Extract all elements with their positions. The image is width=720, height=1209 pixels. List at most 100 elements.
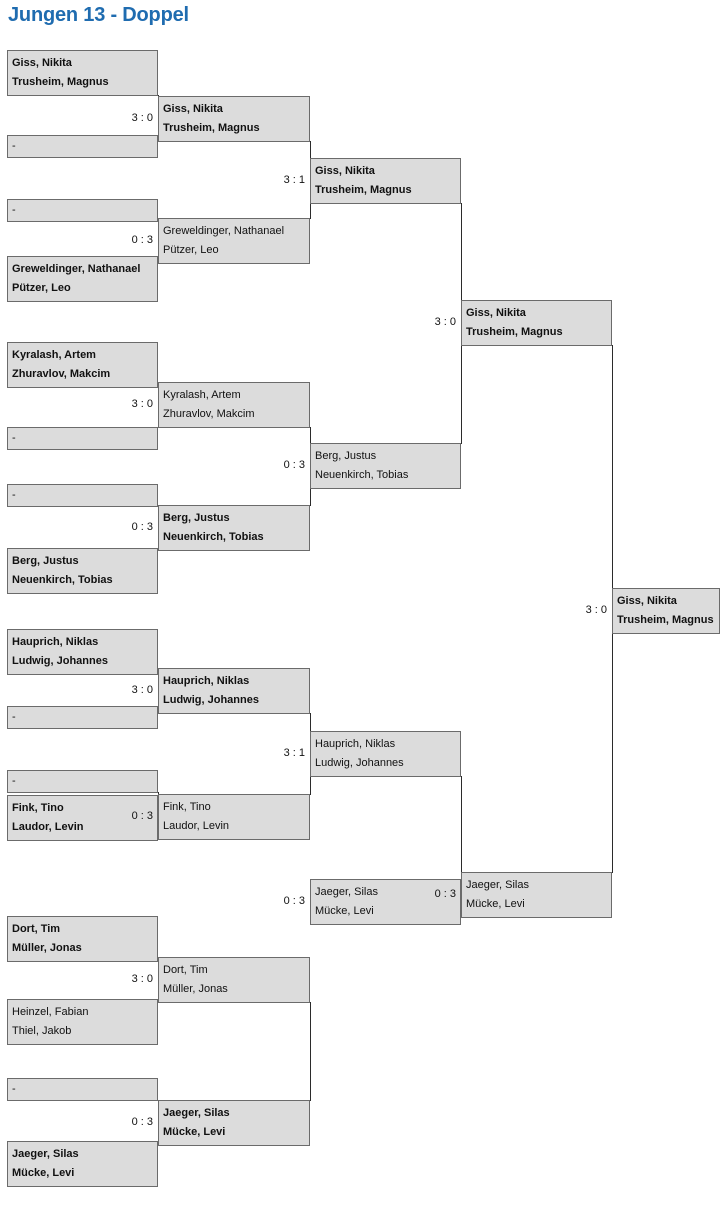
player-name-1: Giss, Nikita [617, 595, 677, 607]
match-score: 3 : 0 [434, 316, 456, 328]
player-name-2: Neuenkirch, Tobias [12, 574, 113, 586]
player-name-2: Zhuravlov, Makcim [12, 368, 111, 380]
player-name-2: Trusheim, Magnus [617, 614, 714, 626]
match-score: 3 : 1 [283, 747, 305, 759]
match-score: 0 : 3 [131, 1116, 153, 1128]
player-name-2: Mücke, Levi [466, 898, 525, 910]
player-name-2: Mücke, Levi [315, 905, 374, 917]
player-name-2: Thiel, Jakob [12, 1025, 72, 1037]
player-name-2: Zhuravlov, Makcim [163, 408, 255, 420]
player-name-1: Berg, Justus [163, 512, 230, 524]
player-name-1: - [12, 432, 16, 444]
player-name-1: - [12, 1083, 16, 1095]
player-name-2: Mücke, Levi [163, 1126, 226, 1138]
player-name-1: Kyralash, Artem [163, 389, 241, 401]
player-name-2: Trusheim, Magnus [315, 184, 412, 196]
match-score: 0 : 3 [131, 521, 153, 533]
match-score: 0 : 3 [434, 888, 456, 900]
player-name-1: Giss, Nikita [163, 103, 223, 115]
player-name-1: Hauprich, Niklas [163, 675, 250, 687]
player-name-2: Pützer, Leo [163, 244, 219, 256]
player-name-1: Kyralash, Artem [12, 349, 96, 361]
player-name-1: Greweldinger, Nathanael [163, 225, 285, 237]
player-name-1: Jaeger, Silas [466, 879, 529, 891]
match-score: 3 : 0 [131, 973, 153, 985]
player-name-1: Hauprich, Niklas [315, 738, 396, 750]
player-name-2: Müller, Jonas [12, 942, 82, 954]
match-score: 3 : 1 [283, 174, 305, 186]
connector-line [461, 776, 462, 880]
player-name-1: Giss, Nikita [315, 165, 375, 177]
player-name-2: Trusheim, Magnus [163, 122, 260, 134]
match-score: 3 : 0 [131, 398, 153, 410]
connector-line [310, 1002, 311, 1101]
final-match-score: 3 : 0 [585, 604, 607, 616]
match-score: 0 : 3 [283, 895, 305, 907]
player-name-1: Greweldinger, Nathanael [12, 263, 141, 275]
player-name-2: Ludwig, Johannes [315, 757, 404, 769]
match-score: 3 : 0 [131, 684, 153, 696]
bracket-slot-empty[interactable]: - [7, 706, 158, 729]
player-name-1: Berg, Justus [315, 450, 377, 462]
player-name-1: Jaeger, Silas [315, 886, 378, 898]
player-name-2: Ludwig, Johannes [12, 655, 108, 667]
player-name-1: Berg, Justus [12, 555, 79, 567]
bracket-slot-empty[interactable]: - [7, 135, 158, 158]
bracket-slot-empty[interactable]: - [7, 199, 158, 222]
player-name-2: Neuenkirch, Tobias [315, 469, 409, 481]
match-score: 0 : 3 [131, 810, 153, 822]
player-name-1: Jaeger, Silas [163, 1107, 230, 1119]
player-name-2: Trusheim, Magnus [466, 326, 563, 338]
player-name-1: Giss, Nikita [466, 307, 526, 319]
bracket-slot-empty[interactable]: - [7, 427, 158, 450]
player-name-1: - [12, 711, 16, 723]
bracket-slot-empty[interactable]: - [7, 1078, 158, 1101]
player-name-1: Hauprich, Niklas [12, 636, 99, 648]
player-name-1: Giss, Nikita [12, 57, 72, 69]
player-name-1: - [12, 489, 16, 501]
player-name-2: Pützer, Leo [12, 282, 71, 294]
bracket-slot-empty[interactable]: - [7, 770, 158, 793]
player-name-1: - [12, 204, 16, 216]
match-score: 3 : 0 [131, 112, 153, 124]
match-score: 0 : 3 [283, 459, 305, 471]
page-title: Jungen 13 - Doppel [8, 4, 189, 26]
bracket-slot-empty[interactable]: - [7, 484, 158, 507]
player-name-1: Jaeger, Silas [12, 1148, 79, 1160]
player-name-1: Fink, Tino [12, 802, 64, 814]
player-name-2: Mücke, Levi [12, 1167, 75, 1179]
player-name-2: Laudor, Levin [163, 820, 230, 832]
player-name-1: - [12, 140, 16, 152]
player-name-2: Ludwig, Johannes [163, 694, 259, 706]
match-score: 0 : 3 [131, 234, 153, 246]
player-name-1: Fink, Tino [163, 801, 211, 813]
player-name-2: Trusheim, Magnus [12, 76, 109, 88]
player-name-1: Dort, Tim [12, 923, 61, 935]
player-name-1: Heinzel, Fabian [12, 1006, 89, 1018]
